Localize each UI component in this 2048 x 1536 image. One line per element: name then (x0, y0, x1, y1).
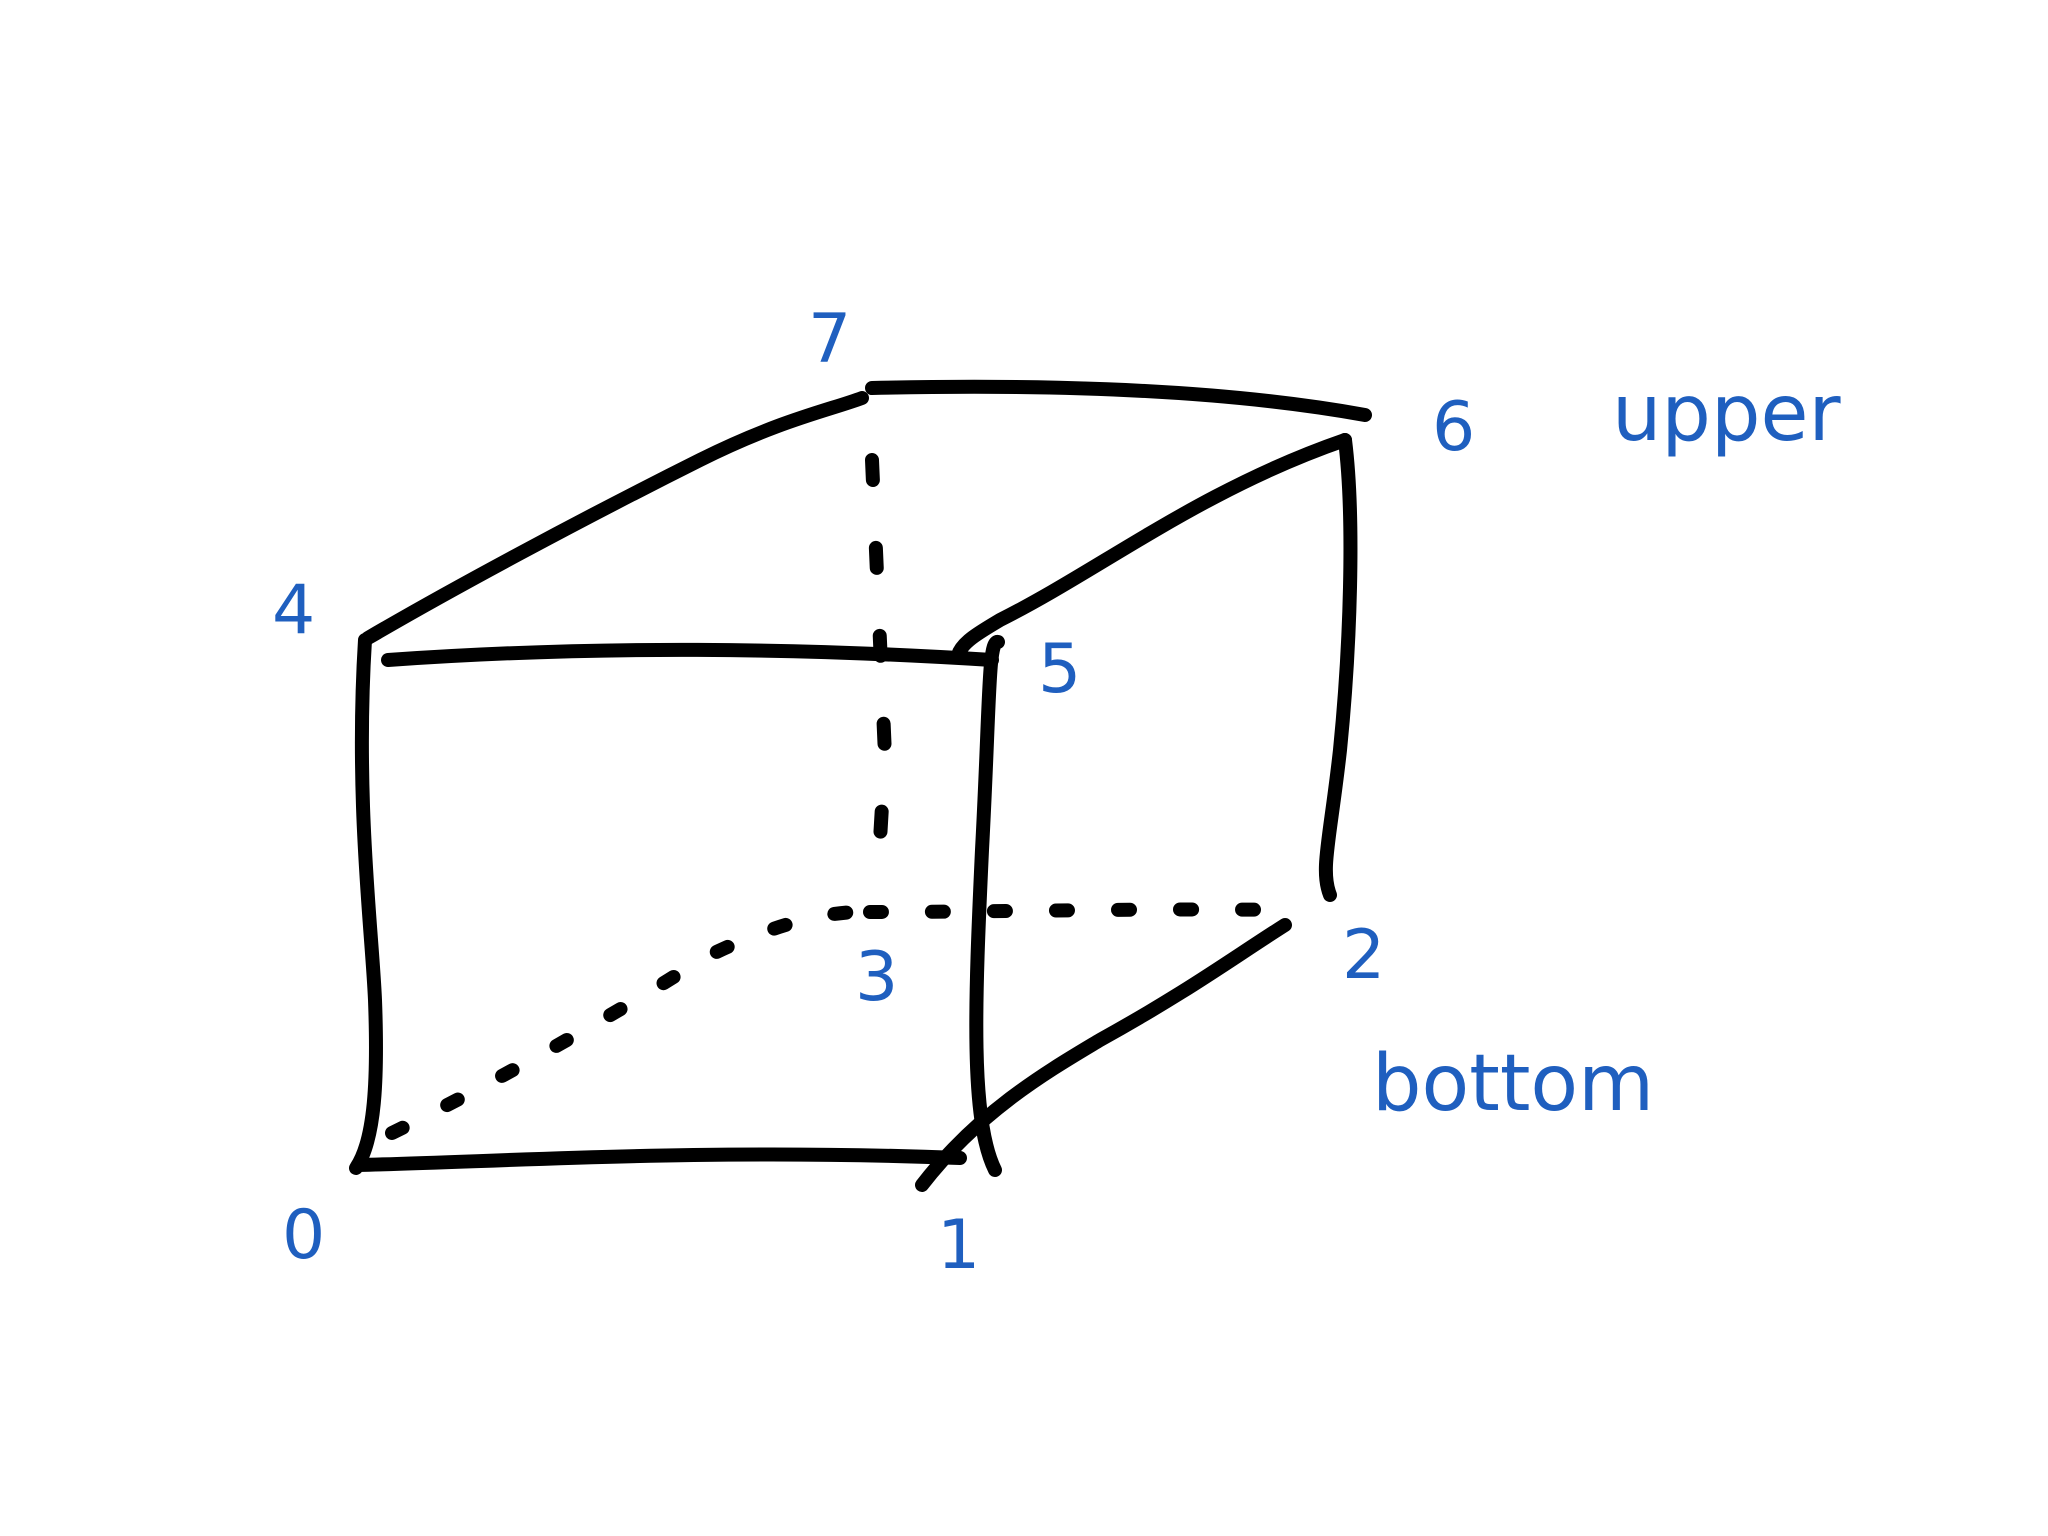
vertex-label-1: 1 (937, 1206, 980, 1285)
visible-edges (349, 379, 1372, 1192)
edge-3-2 (863, 902, 1287, 919)
vertex-labels: 0 1 2 3 4 5 6 7 (272, 300, 1475, 1285)
vertex-label-2: 2 (1342, 916, 1385, 995)
edge-7-6 (865, 379, 1372, 422)
vertex-label-6: 6 (1432, 388, 1475, 467)
vertex-label-5: 5 (1038, 630, 1081, 709)
face-label-bottom: bottom (1372, 1039, 1654, 1129)
edge-6-2 (1318, 433, 1358, 902)
vertex-label-3: 3 (855, 938, 898, 1017)
edge-0-1 (351, 1147, 967, 1172)
edge-6-5 (951, 433, 1352, 662)
edge-4-7 (361, 391, 869, 645)
edge-4-5 (381, 642, 999, 667)
face-labels: upper bottom (1372, 369, 1841, 1129)
edge-7-3 (865, 453, 892, 847)
edge-2-1 (915, 918, 1292, 1192)
edge-4-0 (349, 633, 384, 1175)
vertex-label-4: 4 (272, 571, 315, 650)
edge-0-3 (385, 904, 877, 1140)
vertex-label-7: 7 (808, 300, 851, 379)
hidden-edges (385, 453, 1287, 1140)
vertex-label-0: 0 (282, 1196, 325, 1275)
face-label-upper: upper (1612, 369, 1841, 459)
